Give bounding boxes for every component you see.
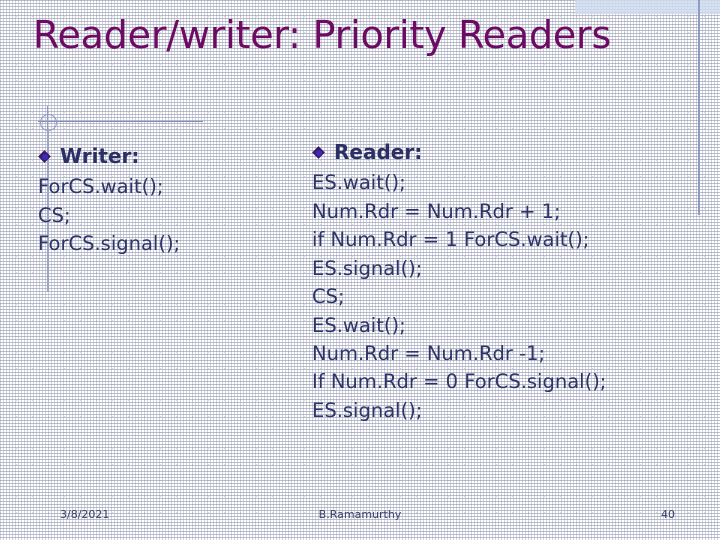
decoration-horizontal-line — [38, 121, 203, 122]
reader-heading-label: Reader: — [334, 140, 423, 164]
reader-code-line: if Num.Rdr = 1 ForCS.wait(); — [312, 228, 590, 252]
writer-code-line: ForCS.wait(); — [38, 175, 164, 199]
footer-author: B.Ramamurthy — [318, 508, 402, 521]
reader-code-line: ES.signal(); — [312, 398, 423, 422]
writer-heading-label: Writer: — [60, 144, 140, 168]
reader-code-line: If Num.Rdr = 0 ForCS.signal(); — [312, 370, 607, 394]
reader-code-line: ES.wait(); — [312, 171, 406, 195]
diamond-bullet-icon — [38, 150, 51, 163]
slide-title: Reader/writer: Priority Readers — [33, 13, 612, 57]
slide-footer: 3/8/2021 B.Ramamurthy 40 — [0, 508, 720, 532]
reader-code-line: Num.Rdr = Num.Rdr -1; — [312, 342, 546, 365]
writer-column: Writer: ForCS.wait(); CS; ForCS.signal()… — [38, 142, 288, 259]
diamond-bullet-icon — [312, 146, 325, 159]
writer-code-line: CS; — [38, 203, 71, 227]
decoration-circle-icon — [40, 114, 57, 131]
writer-code-line: ForCS.signal(); — [38, 232, 181, 256]
reader-heading-row: Reader: — [312, 138, 702, 167]
reader-column: Reader: ES.wait(); Num.Rdr = Num.Rdr + 1… — [312, 138, 702, 425]
title-decoration — [30, 106, 230, 136]
reader-code-line: Num.Rdr = Num.Rdr + 1; — [312, 199, 561, 223]
reader-code-line: ES.wait(); — [312, 313, 406, 337]
writer-heading-row: Writer: — [38, 142, 288, 171]
reader-code-line: CS; — [312, 285, 345, 309]
footer-page-number: 40 — [661, 508, 675, 521]
right-vertical-rule — [698, 0, 700, 215]
footer-date: 3/8/2021 — [60, 508, 110, 521]
left-accent-rule — [47, 130, 49, 292]
top-right-accent-band — [575, 0, 720, 14]
reader-code-line: ES.signal(); — [312, 256, 423, 280]
